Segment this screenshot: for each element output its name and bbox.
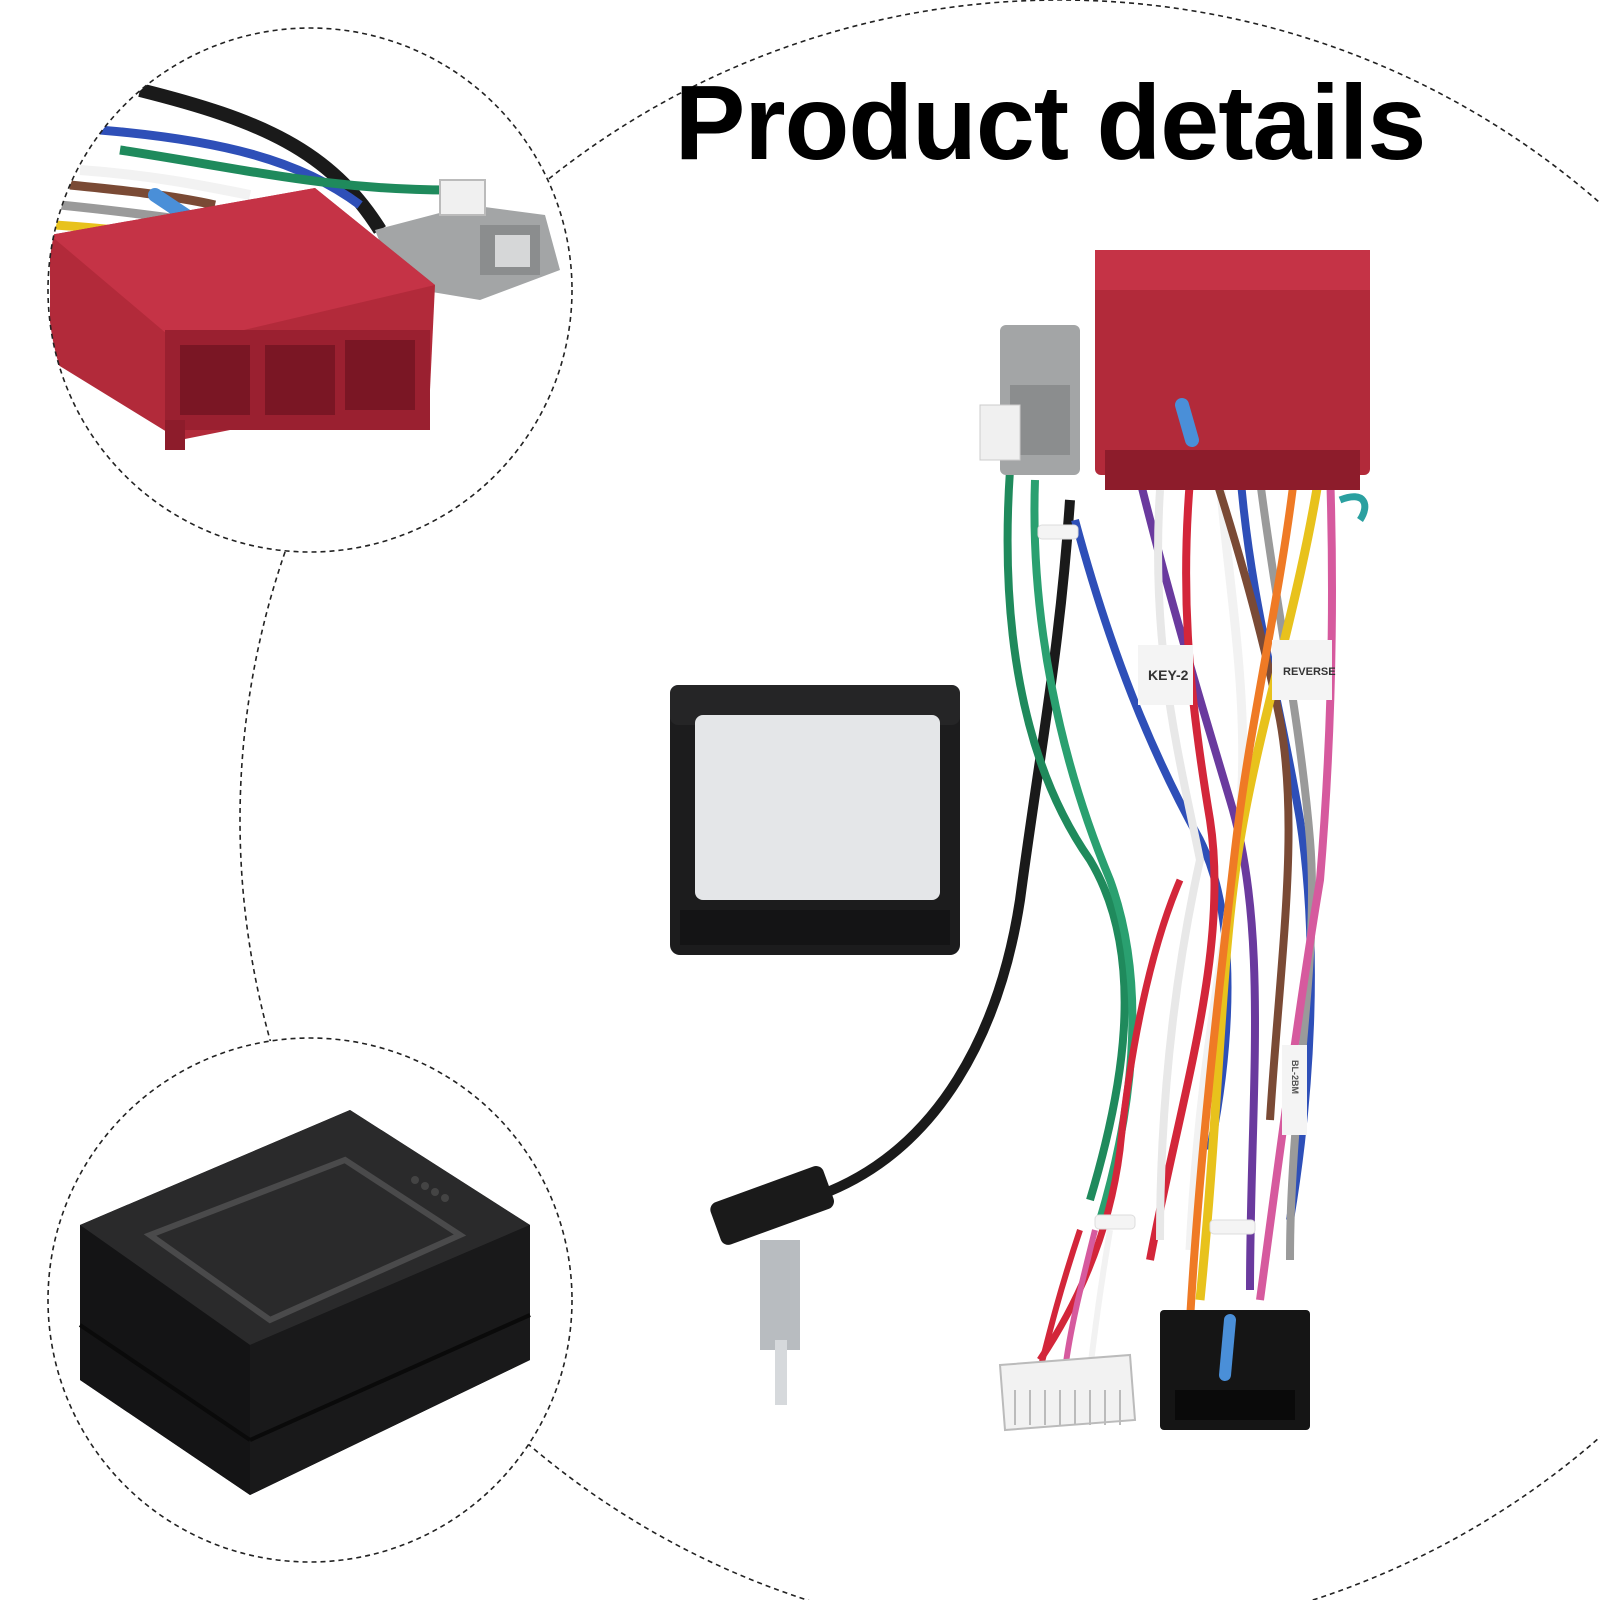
reverse-tag-label: REVERSE [1283, 666, 1336, 678]
antenna-plug [710, 1166, 834, 1405]
page-title: Product details [674, 64, 1427, 182]
zoom-circle-connector [47, 27, 573, 553]
decoder-box [670, 685, 960, 955]
side-tag: BL-2BM [1282, 1045, 1307, 1135]
main-dashed-circle [239, 0, 1600, 1605]
key-tag-label: KEY-2 [1148, 667, 1189, 683]
side-tag-label: BL-2BM [1290, 1060, 1300, 1094]
zoom-circle-box [47, 1037, 573, 1563]
reverse-tag: REVERSE [1272, 640, 1336, 700]
key-tag: KEY-2 [1138, 645, 1193, 705]
wiring-harness: KEY-2 REVERSE BL-2BM [710, 250, 1370, 1432]
